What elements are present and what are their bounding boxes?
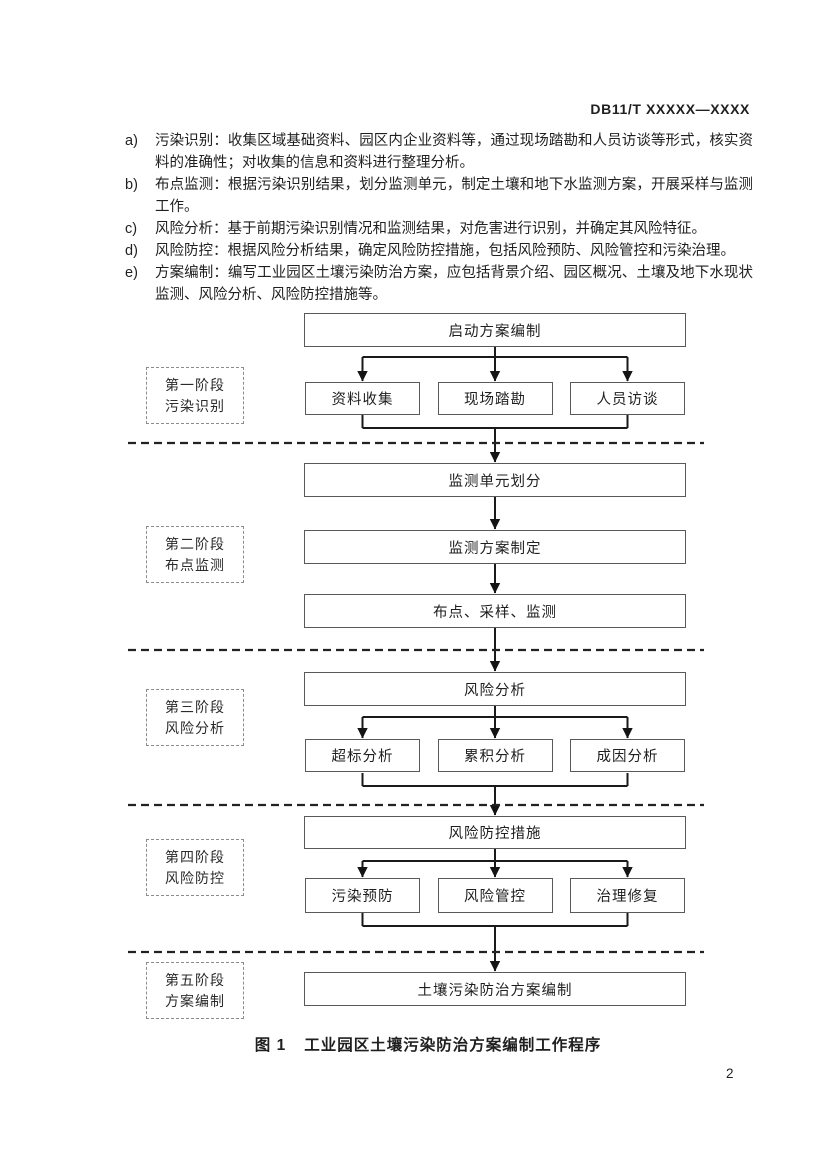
stage-label-1: 第一阶段 污染识别 <box>146 367 244 424</box>
stage-label-3: 第三阶段 风险分析 <box>146 689 244 746</box>
stage-label-line: 第一阶段 <box>165 376 225 393</box>
stage-label-line: 第四阶段 <box>165 848 225 865</box>
list-item-marker: e) <box>125 265 138 281</box>
stage-label-line: 布点监测 <box>165 556 225 573</box>
flow-box-risk-management: 风险管控 <box>437 878 553 913</box>
list-item-text: 污染识别：收集区域基础资料、园区内企业资料等，通过现场踏勘和人员访谈等形式，核实… <box>155 133 753 171</box>
stage-label-4: 第四阶段 风险防控 <box>146 839 244 896</box>
stage-label-2: 第二阶段 布点监测 <box>146 526 244 583</box>
flow-box-plan-compilation: 土壤污染防治方案编制 <box>304 972 686 1006</box>
figure-label: 图 1 <box>254 1037 287 1054</box>
stage-label-5: 第五阶段 方案编制 <box>146 962 244 1019</box>
figure-title: 工业园区土壤污染防治方案编制工作程序 <box>304 1037 602 1054</box>
list-item: e) 方案编制：编写工业园区土壤污染防治方案，应包括背景介绍、园区概况、土壤及地… <box>125 262 753 306</box>
stage-separator-lines <box>128 441 704 954</box>
list-item-marker: d) <box>125 243 138 259</box>
flow-box-monitoring-plan: 监测方案制定 <box>304 530 686 564</box>
flow-box-pollution-prevention: 污染预防 <box>305 878 420 913</box>
flow-box-sampling-monitoring: 布点、采样、监测 <box>304 594 686 628</box>
stage-label-line: 第三阶段 <box>165 698 225 715</box>
list-item: c) 风险分析：基于前期污染识别情况和监测结果，对危害进行识别，并确定其风险特征… <box>125 218 753 240</box>
flow-box-site-survey: 现场踏勘 <box>437 382 553 415</box>
figure-caption: 图 1 工业园区土壤污染防治方案编制工作程序 <box>125 1033 731 1055</box>
page-number: 2 <box>726 1066 734 1081</box>
list-item-text: 方案编制：编写工业园区土壤污染防治方案，应包括背景介绍、园区概况、土壤及地下水现… <box>155 265 753 303</box>
definition-list: a) 污染识别：收集区域基础资料、园区内企业资料等，通过现场踏勘和人员访谈等形式… <box>125 130 753 306</box>
flow-box-start: 启动方案编制 <box>304 313 686 347</box>
doc-number: DB11/T XXXXX—XXXX <box>590 101 750 117</box>
list-item: b) 布点监测：根据污染识别结果，划分监测单元，制定土壤和地下水监测方案，开展采… <box>125 174 753 218</box>
stage-label-line: 方案编制 <box>165 992 225 1009</box>
flow-box-exceedance-analysis: 超标分析 <box>305 739 420 772</box>
stage-label-line: 风险防控 <box>165 869 225 886</box>
flow-box-personnel-interview: 人员访谈 <box>570 382 685 415</box>
flow-box-data-collection: 资料收集 <box>305 382 420 415</box>
stage-label-line: 第五阶段 <box>165 971 225 988</box>
list-item: a) 污染识别：收集区域基础资料、园区内企业资料等，通过现场踏勘和人员访谈等形式… <box>125 130 753 174</box>
list-item-marker: b) <box>125 177 138 193</box>
list-item-text: 布点监测：根据污染识别结果，划分监测单元，制定土壤和地下水监测方案，开展采样与监… <box>155 177 753 215</box>
list-item-text: 风险分析：基于前期污染识别情况和监测结果，对危害进行识别，并确定其风险特征。 <box>155 221 706 237</box>
flow-box-risk-analysis: 风险分析 <box>304 672 686 706</box>
flow-box-cause-analysis: 成因分析 <box>570 739 685 772</box>
list-item: d) 风险防控：根据风险分析结果，确定风险防控措施，包括风险预防、风险管控和污染… <box>125 240 753 262</box>
list-item-text: 风险防控：根据风险分析结果，确定风险防控措施，包括风险预防、风险管控和污染治理。 <box>155 243 735 259</box>
stage-label-line: 第二阶段 <box>165 535 225 552</box>
flow-lines <box>357 347 633 972</box>
list-item-marker: c) <box>125 221 138 237</box>
list-item-marker: a) <box>125 133 138 149</box>
flow-box-accumulation-analysis: 累积分析 <box>437 739 553 772</box>
flow-box-remediation: 治理修复 <box>570 878 685 913</box>
stage-label-line: 风险分析 <box>165 719 225 736</box>
flow-box-risk-control-measures: 风险防控措施 <box>304 816 686 849</box>
flow-box-monitoring-unit-division: 监测单元划分 <box>304 463 686 497</box>
stage-label-line: 污染识别 <box>165 397 225 414</box>
